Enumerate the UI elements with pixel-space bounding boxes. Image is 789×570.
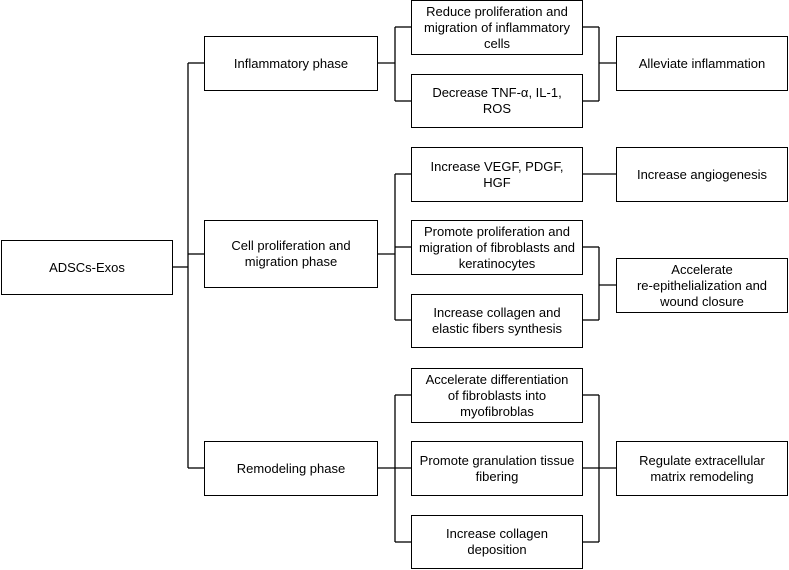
- root-label: ADSCs-Exos: [49, 259, 125, 275]
- phase-label: Inflammatory phase: [233, 55, 349, 71]
- action-node: Decrease TNF-α, IL-1, ROS: [411, 74, 583, 128]
- outcome-node: Regulate extracellular matrix remodeling: [616, 441, 788, 496]
- root-node: ADSCs-Exos: [1, 240, 173, 295]
- action-label: Increase collagen deposition: [446, 526, 548, 557]
- action-label: Increase collagen and elastic fibers syn…: [431, 305, 563, 336]
- action-node: Increase collagen and elastic fibers syn…: [411, 294, 583, 348]
- action-label: Accelerate differentiation of fibroblast…: [425, 371, 569, 419]
- phase-label: Cell proliferation and migration phase: [231, 238, 351, 269]
- outcome-node: Accelerate re-epithelialization and woun…: [616, 258, 788, 313]
- action-label: Increase VEGF, PDGF, HGF: [430, 158, 564, 190]
- action-label: Reduce proliferation and migration of in…: [424, 3, 570, 51]
- outcome-label: Increase angiogenesis: [636, 166, 768, 182]
- action-label: Decrease TNF-α, IL-1, ROS: [432, 85, 562, 116]
- outcome-label: Regulate extracellular matrix remodeling: [639, 452, 765, 484]
- action-node: Reduce proliferation and migration of in…: [411, 0, 583, 55]
- phase-node-remodeling: Remodeling phase: [204, 441, 378, 496]
- connectors: [173, 26, 616, 543]
- action-node: Promote proliferation and migration of f…: [411, 220, 583, 275]
- outcome-label: Alleviate inflammation: [638, 55, 766, 71]
- phase-node-inflammatory: Inflammatory phase: [204, 36, 378, 91]
- action-node: Increase VEGF, PDGF, HGF: [411, 147, 583, 202]
- action-label: Promote proliferation and migration of f…: [418, 223, 576, 271]
- action-node: Accelerate differentiation of fibroblast…: [411, 368, 583, 423]
- outcome-node: Increase angiogenesis: [616, 147, 788, 202]
- phase-label: Remodeling phase: [236, 460, 346, 476]
- outcome-node: Alleviate inflammation: [616, 36, 788, 91]
- action-node: Promote granulation tissue fibering: [411, 441, 583, 496]
- phase-node-proliferation: Cell proliferation and migration phase: [204, 220, 378, 288]
- outcome-label: Accelerate re-epithelialization and woun…: [636, 261, 768, 309]
- action-node: Increase collagen deposition: [411, 515, 583, 569]
- action-label: Promote granulation tissue fibering: [419, 452, 575, 484]
